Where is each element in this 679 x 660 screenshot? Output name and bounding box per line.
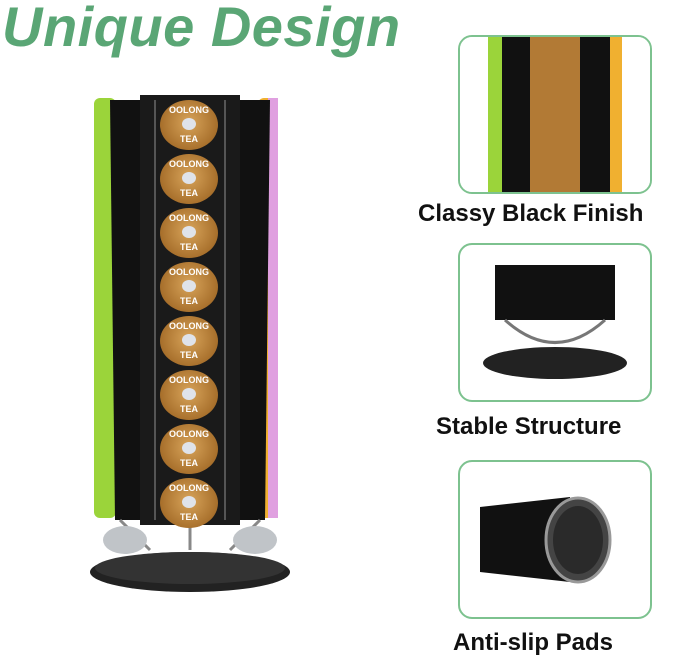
pod-label: TEA bbox=[180, 458, 198, 468]
pod-logo bbox=[182, 388, 196, 400]
feature-caption: Classy Black Finish bbox=[418, 200, 644, 227]
pod-logo bbox=[182, 226, 196, 238]
pod-label: OOLONG bbox=[169, 321, 209, 331]
feature-caption: Stable Structure bbox=[436, 413, 622, 440]
pod-label: TEA bbox=[180, 134, 198, 144]
pod-label: OOLONG bbox=[169, 213, 209, 223]
coffee-pod: OOLONG TEA bbox=[160, 316, 218, 366]
coffee-pod: OOLONG TEA bbox=[160, 100, 218, 150]
pod-label: OOLONG bbox=[169, 159, 209, 169]
pod-logo bbox=[182, 496, 196, 508]
pod-logo bbox=[182, 442, 196, 454]
coffee-pod: OOLONG TEA bbox=[160, 424, 218, 474]
coffee-pod: OOLONG TEA bbox=[160, 262, 218, 312]
feature-image-stable-structure bbox=[458, 243, 652, 402]
feature-image-anti-slip-pads bbox=[458, 460, 652, 619]
feature-image-black-finish bbox=[458, 35, 652, 194]
pod-label: TEA bbox=[180, 242, 198, 252]
pod-label: OOLONG bbox=[169, 105, 209, 115]
pod-label: OOLONG bbox=[169, 375, 209, 385]
pod-label: TEA bbox=[180, 350, 198, 360]
pod-label: OOLONG bbox=[169, 483, 209, 493]
pod-logo bbox=[182, 172, 196, 184]
pod-logo bbox=[182, 280, 196, 292]
coffee-pod: OOLONG TEA bbox=[160, 478, 218, 528]
pod-label: TEA bbox=[180, 404, 198, 414]
pod-label: TEA bbox=[180, 512, 198, 522]
feature-caption: Anti-slip Pads bbox=[453, 629, 614, 656]
coffee-pod: OOLONG TEA bbox=[160, 208, 218, 258]
pod-label: OOLONG bbox=[169, 267, 209, 277]
pod-logo bbox=[182, 334, 196, 346]
coffee-pod: OOLONG TEA bbox=[160, 154, 218, 204]
pod-logo bbox=[182, 118, 196, 130]
pod-label: TEA bbox=[180, 188, 198, 198]
headline: Unique Design bbox=[2, 0, 401, 58]
coffee-pod: OOLONG TEA bbox=[160, 370, 218, 420]
pod-label: TEA bbox=[180, 296, 198, 306]
pod-label: OOLONG bbox=[169, 429, 209, 439]
